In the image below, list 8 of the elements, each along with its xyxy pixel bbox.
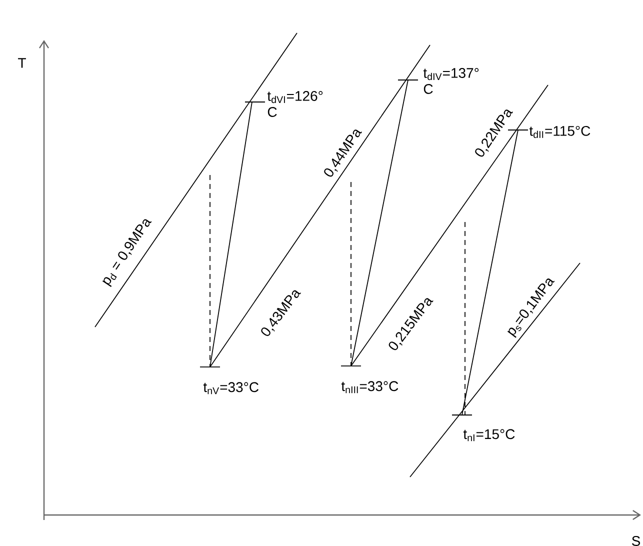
temperature-label: t$_{dVI}$=126° C	[267, 91, 323, 117]
temperature-label: t$_{nI}$=15°C	[463, 429, 515, 442]
temperature-label: t$_{dIV}$=137° C	[423, 68, 479, 94]
axis-label: T	[18, 58, 26, 68]
temperature-label: t$_{dII}$=115°C	[529, 126, 590, 138]
axis-label: S	[632, 536, 640, 546]
temperature-label: t$_{nV}$=33°C	[203, 382, 258, 394]
temperature-label: t$_{nIII}$=33°C	[341, 381, 398, 394]
